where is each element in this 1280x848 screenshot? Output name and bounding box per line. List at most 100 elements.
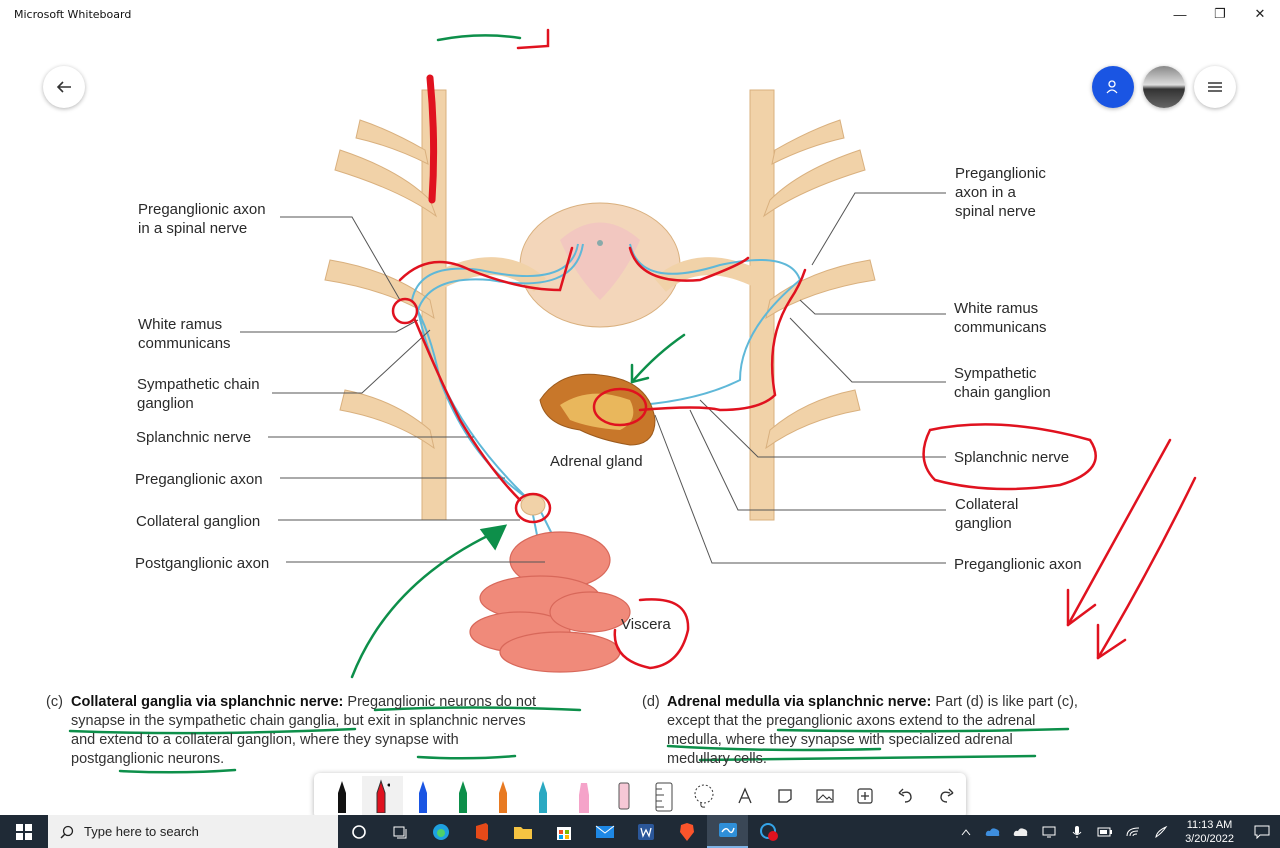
- ruler-icon: [655, 782, 673, 812]
- pen-black-icon: [338, 781, 347, 813]
- notifications-button[interactable]: [1244, 815, 1280, 848]
- caption-d: (d) Adrenal medulla via splanchnic nerve…: [642, 693, 1142, 769]
- menu-button[interactable]: [1194, 66, 1236, 108]
- word-icon: [637, 823, 654, 840]
- chevron-up-icon: [961, 828, 971, 835]
- microphone-tray[interactable]: [1063, 815, 1091, 848]
- store-icon: [556, 826, 571, 840]
- clock-date: 3/20/2022: [1185, 832, 1234, 845]
- cloud-blue-icon: [985, 827, 1000, 836]
- caption-c-line-4: postganglionic neurons.: [71, 751, 225, 767]
- wifi-icon: [1126, 827, 1140, 836]
- left-sympathetic-trunk: [324, 89, 447, 521]
- undo-button[interactable]: [886, 776, 926, 816]
- caption-d-line-1: Part (d) is like part (c),: [931, 694, 1078, 710]
- highlighter-tool[interactable]: [564, 776, 604, 816]
- window-controls: — ❐ ✕: [1160, 0, 1280, 28]
- label-white-ramus-left: White ramus communicans: [138, 316, 231, 352]
- edge-app[interactable]: [420, 815, 461, 848]
- windows-taskbar: Type here to search 11:13 AM 3/20/2022: [0, 815, 1280, 848]
- eraser-tool[interactable]: [604, 776, 644, 816]
- cortana-button[interactable]: [338, 815, 379, 848]
- window-title: Microsoft Whiteboard: [14, 7, 132, 21]
- store-app[interactable]: [543, 815, 584, 848]
- adrenal-gland-shape: [539, 373, 656, 446]
- arrow-left-icon: [56, 81, 71, 93]
- start-button[interactable]: [0, 815, 48, 848]
- minimize-button[interactable]: —: [1173, 6, 1187, 22]
- whiteboard-canvas[interactable]: Preganglionic axon in a spinal nerve Whi…: [0, 28, 1280, 800]
- mail-app[interactable]: [584, 815, 625, 848]
- caption-c: (c) Collateral ganglia via splanchnic ne…: [46, 693, 606, 769]
- whiteboard-icon: [718, 822, 737, 837]
- note-tool[interactable]: [765, 776, 805, 816]
- pen-galaxy-icon: [539, 781, 548, 813]
- caption-d-prefix: (d): [642, 694, 660, 710]
- mail-icon: [595, 825, 614, 838]
- microphone-icon: [1072, 825, 1082, 838]
- notification-icon: [1254, 825, 1270, 839]
- battery-tray[interactable]: [1091, 815, 1119, 848]
- label-preganglionic-spinal-left: Preganglionic axon in a spinal nerve: [138, 201, 266, 237]
- wifi-tray[interactable]: [1119, 815, 1147, 848]
- caption-d-line-2: except that the preganglionic axons exte…: [667, 713, 1036, 729]
- record-icon: [759, 822, 778, 841]
- black-pen-tool[interactable]: [322, 776, 362, 816]
- taskbar-search-box[interactable]: Type here to search: [48, 815, 338, 848]
- plus-box-icon: [857, 788, 873, 804]
- taskbar-clock[interactable]: 11:13 AM 3/20/2022: [1185, 818, 1234, 846]
- office-icon: [475, 822, 488, 841]
- green-pen-tool[interactable]: [443, 776, 483, 816]
- title-bar: Microsoft Whiteboard — ❐ ✕: [0, 0, 1280, 28]
- label-preganglionic-spinal-right: Preganglionic axon in a spinal nerve: [955, 165, 1046, 220]
- onedrive-tray[interactable]: [979, 815, 1007, 848]
- add-person-icon: [1106, 80, 1118, 94]
- pen-blue-icon: [418, 781, 427, 813]
- battery-icon: [1097, 827, 1113, 836]
- ruler-tool[interactable]: [644, 776, 684, 816]
- word-app[interactable]: [625, 815, 666, 848]
- back-button[interactable]: [43, 66, 85, 108]
- brave-icon: [679, 822, 694, 841]
- onedrive-personal-tray[interactable]: [1007, 815, 1035, 848]
- display-tray[interactable]: [1035, 815, 1063, 848]
- whiteboard-app[interactable]: [707, 815, 748, 848]
- label-viscera: Viscera: [621, 616, 671, 633]
- add-tool[interactable]: [845, 776, 885, 816]
- image-tool[interactable]: [805, 776, 845, 816]
- caption-c-line-2: synapse in the sympathetic chain ganglia…: [71, 713, 526, 729]
- invite-user-button[interactable]: [1092, 66, 1134, 108]
- redo-button[interactable]: [926, 776, 966, 816]
- text-icon: [738, 787, 752, 804]
- show-hidden-icons[interactable]: [953, 815, 979, 848]
- lasso-select-tool[interactable]: [684, 776, 724, 816]
- cortana-circle-icon: [351, 824, 366, 839]
- close-button[interactable]: ✕: [1254, 6, 1266, 21]
- pen-red-icon: [376, 779, 391, 813]
- avatar[interactable]: [1143, 66, 1185, 108]
- leader-lines: [240, 192, 946, 564]
- galaxy-pen-tool[interactable]: [523, 776, 563, 816]
- text-tool[interactable]: [725, 776, 765, 816]
- pen-workspace-icon: [1155, 825, 1168, 838]
- office-app[interactable]: [461, 815, 502, 848]
- spinal-cord: [519, 202, 681, 328]
- pen-rainbow-icon: [499, 781, 508, 813]
- pen-workspace-tray[interactable]: [1147, 815, 1175, 848]
- label-collateral-right: Collateral ganglion: [955, 496, 1019, 532]
- label-sympathetic-chain-right: Sympathetic chain ganglion: [954, 365, 1051, 401]
- blue-pen-tool[interactable]: [403, 776, 443, 816]
- restore-button[interactable]: ❐: [1214, 6, 1226, 21]
- label-splanchnic-right: Splanchnic nerve: [954, 449, 1070, 466]
- red-ink: [391, 28, 1197, 670]
- task-view-button[interactable]: [379, 815, 420, 848]
- brave-app[interactable]: [666, 815, 707, 848]
- caption-c-line-3: and extend to a collateral ganglion, whe…: [71, 732, 459, 748]
- red-pen-tool[interactable]: [362, 776, 403, 816]
- label-collateral-left: Collateral ganglion: [136, 513, 261, 530]
- file-explorer-app[interactable]: [502, 815, 543, 848]
- recorder-app[interactable]: [748, 815, 789, 848]
- caption-c-line-1: Preganglionic neurons do not: [343, 694, 537, 710]
- rainbow-pen-tool[interactable]: [483, 776, 523, 816]
- monitor-icon: [1042, 826, 1056, 837]
